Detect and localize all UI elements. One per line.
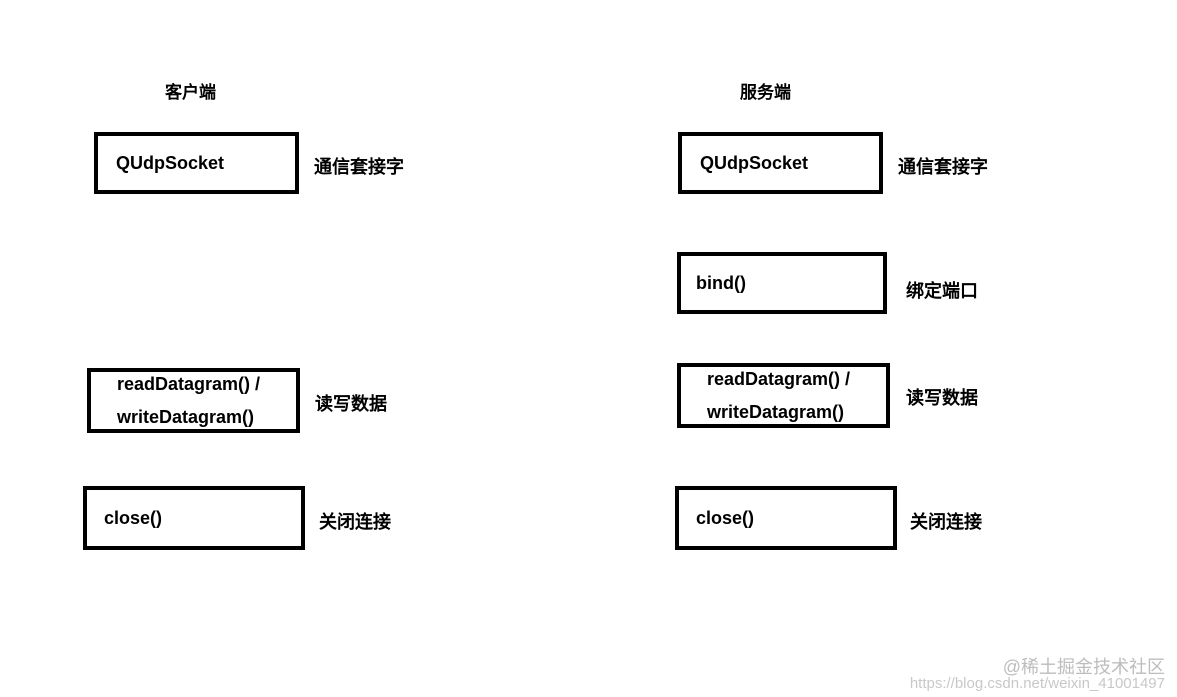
client-socket-code: QUdpSocket (116, 152, 225, 173)
client-close-code: close() (104, 507, 163, 528)
client-socket-desc: 通信套接字 (314, 157, 404, 177)
server-heading: 服务端 (740, 83, 791, 102)
client-write-code: writeDatagram() (117, 406, 255, 427)
server-socket-box: QUdpSocket (678, 132, 883, 194)
server-read-code: readDatagram() / (707, 368, 851, 389)
client-read-code: readDatagram() / (117, 373, 261, 394)
server-bind-desc: 绑定端口 (906, 281, 978, 301)
server-bind-box: bind() (677, 252, 887, 314)
server-socket-desc: 通信套接字 (898, 157, 988, 177)
server-write-code: writeDatagram() (707, 401, 845, 422)
server-readwrite-box: readDatagram() / writeDatagram() (677, 363, 890, 428)
server-close-code: close() (696, 507, 755, 528)
client-readwrite-box: readDatagram() / writeDatagram() (87, 368, 300, 433)
watermark-url: https://blog.csdn.net/weixin_41001497 (909, 675, 1165, 692)
server-readwrite-desc: 读写数据 (906, 388, 978, 408)
client-socket-box: QUdpSocket (94, 132, 299, 194)
watermark: @稀土掘金技术社区 https://blog.csdn.net/weixin_4… (910, 658, 1165, 691)
server-bind-code: bind() (696, 272, 746, 293)
client-heading: 客户端 (165, 83, 216, 102)
server-socket-code: QUdpSocket (700, 152, 809, 173)
client-readwrite-desc: 读写数据 (315, 394, 387, 414)
watermark-brand: @稀土掘金技术社区 (1002, 657, 1165, 677)
server-close-desc: 关闭连接 (910, 512, 982, 532)
server-close-box: close() (675, 486, 897, 550)
client-close-box: close() (83, 486, 305, 550)
client-close-desc: 关闭连接 (319, 512, 391, 532)
